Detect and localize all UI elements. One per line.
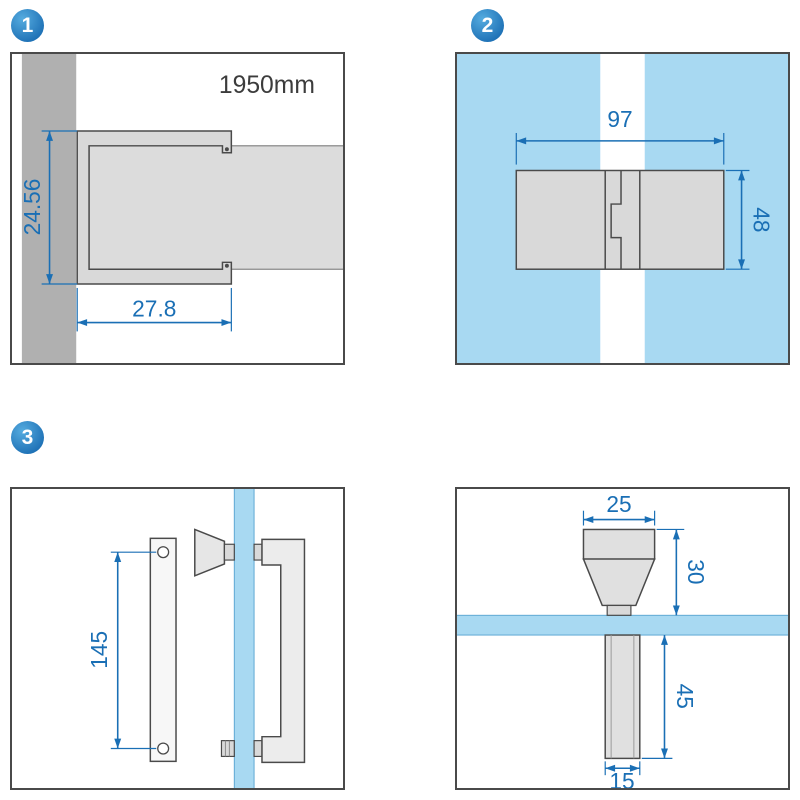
- pull-bar: [261, 538, 306, 764]
- glass-panel: [88, 145, 343, 270]
- screw-hole-top: [157, 546, 170, 559]
- step-1-badge: 1: [11, 9, 44, 42]
- arrowhead: [738, 170, 746, 181]
- step-2-number: 2: [481, 13, 494, 37]
- arrowhead: [661, 748, 668, 759]
- dim-grip-depth: 45: [672, 684, 698, 709]
- handle-back-plate: [149, 537, 177, 763]
- arrowhead: [46, 274, 54, 285]
- knob-neck: [606, 604, 632, 616]
- arrowhead: [114, 738, 122, 749]
- arrowhead: [713, 137, 724, 145]
- arrowhead: [738, 259, 746, 270]
- glass-length-label: 1950mm: [219, 72, 315, 99]
- knob-head: [582, 528, 656, 560]
- step-1-number: 1: [21, 13, 34, 37]
- screw-hole-bottom: [157, 742, 170, 755]
- panel-wall-profile: 1950mm 24.56 27.8: [10, 52, 345, 365]
- wall-profile-drawing: 1950mm 24.56 27.8: [19, 54, 343, 363]
- arrowhead: [629, 764, 640, 772]
- connector-drawing: 97 48: [457, 54, 788, 363]
- step-2-badge: 2: [471, 9, 504, 42]
- arrowhead: [516, 137, 527, 145]
- dim-profile-height: 24.56: [19, 179, 45, 236]
- connector-body: [515, 169, 725, 270]
- glass-strip: [457, 614, 788, 636]
- connector-seam: [610, 170, 622, 270]
- arrowhead: [672, 605, 680, 616]
- profile-lip-dot-bottom: [224, 263, 229, 268]
- arrowhead: [583, 516, 594, 524]
- profile-lip-dot-top: [224, 147, 229, 152]
- arrowhead: [672, 529, 680, 540]
- arrowhead: [644, 516, 655, 524]
- dim-connector-width: 97: [607, 106, 632, 132]
- fixing-stem-bottom: [220, 740, 235, 758]
- arrowhead: [221, 319, 232, 326]
- glass-strip: [233, 489, 255, 788]
- arrowhead: [114, 552, 122, 563]
- grip-bar: [604, 634, 641, 760]
- dim-knob-height: 30: [683, 559, 709, 584]
- dim-knob-width: 25: [606, 491, 631, 517]
- knob-cone: [194, 528, 226, 577]
- handle-collar-top: [253, 543, 263, 561]
- arrowhead: [605, 764, 616, 772]
- panel-handle-side: 145: [10, 487, 345, 790]
- dim-profile-depth: 27.8: [132, 296, 176, 322]
- handle-top-drawing: 25 30 45 15: [457, 491, 788, 788]
- dim-grip-width: 15: [609, 768, 634, 788]
- panel-handle-top: 25 30 45 15: [455, 487, 790, 790]
- arrowhead: [46, 131, 54, 141]
- u-channel-profile: [76, 130, 233, 285]
- handle-side-drawing: 145: [86, 489, 306, 788]
- panel-connector: 97 48: [455, 52, 790, 365]
- knob-taper: [582, 558, 656, 607]
- arrowhead: [661, 635, 668, 645]
- arrowhead: [77, 319, 88, 326]
- dim-hole-spacing: 145: [86, 631, 112, 669]
- knob-stem: [223, 543, 235, 561]
- handle-collar-bottom: [253, 740, 263, 758]
- step-3-badge: 3: [11, 421, 44, 454]
- dim-connector-height: 48: [748, 207, 774, 232]
- step-3-number: 3: [21, 425, 34, 449]
